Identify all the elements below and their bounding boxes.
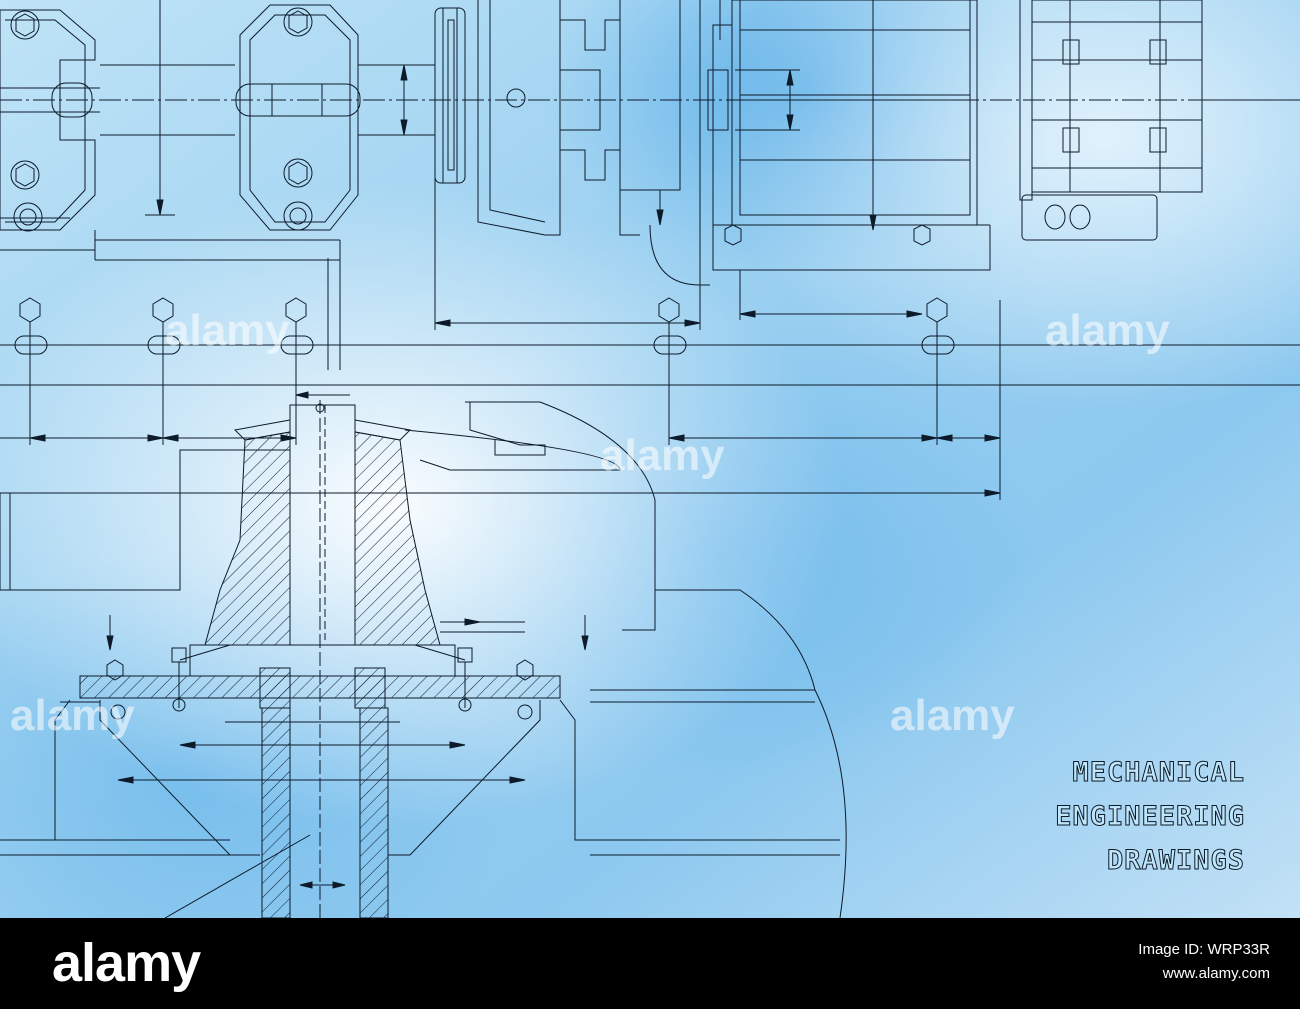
title-line-2: ENGINEERING <box>1055 801 1245 832</box>
footer-logo: alamy <box>52 933 201 993</box>
site-url: www.alamy.com <box>1162 965 1270 982</box>
drawing-lines <box>0 0 1300 918</box>
watermark: alamy <box>890 691 1015 740</box>
engineering-drawing: alamy alamy alamy alamy alamy MECHANICAL… <box>0 0 1300 918</box>
title-block: MECHANICAL ENGINEERING DRAWINGS <box>1055 757 1245 877</box>
watermark: alamy <box>1045 306 1170 355</box>
flange-bolts <box>106 647 534 720</box>
footer-image-info: Image ID: WRP33R www.alamy.com <box>1138 938 1270 986</box>
blueprint-illustration: alamy alamy alamy alamy alamy MECHANICAL… <box>0 0 1300 918</box>
watermark-layer: alamy alamy alamy alamy alamy <box>10 306 1170 740</box>
image-id: Image ID: WRP33R <box>1138 941 1270 958</box>
background-glow <box>0 0 1300 918</box>
title-line-3: DRAWINGS <box>1107 845 1245 876</box>
title-line-1: MECHANICAL <box>1072 757 1245 788</box>
watermark: alamy <box>10 691 135 740</box>
bolt-group <box>10 10 43 232</box>
watermark: alamy <box>165 306 290 355</box>
stock-footer: alamy Image ID: WRP33R www.alamy.com <box>0 918 1300 1009</box>
watermark: alamy <box>600 431 725 480</box>
